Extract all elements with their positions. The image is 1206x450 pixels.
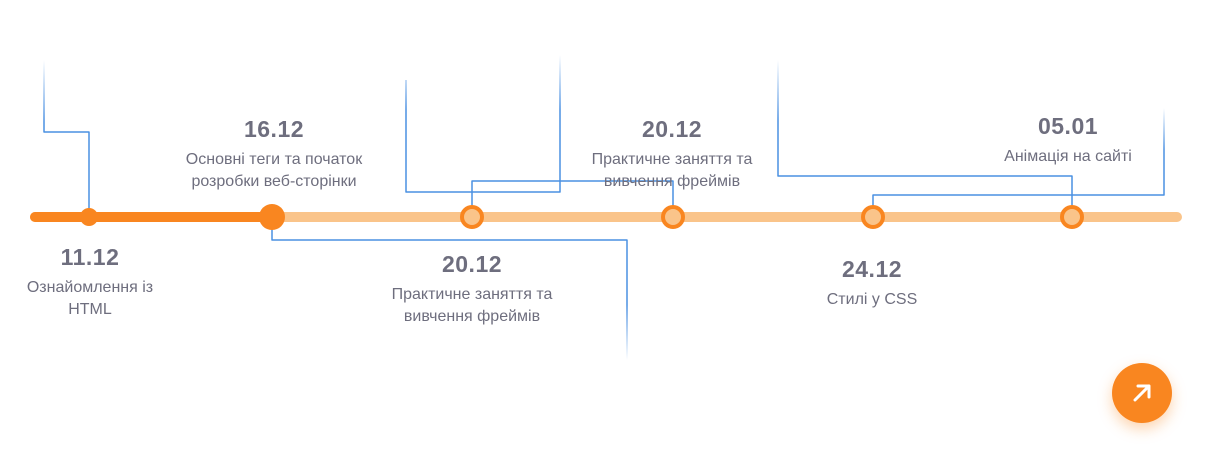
timeline-track — [30, 212, 1182, 222]
event-date: 20.12 — [641, 116, 703, 142]
event-title: Практичне заняття та вивчення фреймів — [391, 286, 553, 325]
arrow-up-right-icon — [1133, 384, 1151, 402]
connector-line — [271, 222, 628, 360]
timeline-node-upcoming[interactable] — [460, 205, 484, 229]
event-title: Стилі у CSS — [826, 291, 918, 308]
event-date: 24.12 — [841, 256, 903, 282]
event-title: Ознайомлення із HTML — [26, 279, 154, 318]
connector-line — [43, 60, 90, 214]
connector-line — [777, 60, 1073, 212]
timeline-node-upcoming[interactable] — [1060, 205, 1084, 229]
scroll-action-button[interactable] — [1112, 363, 1172, 423]
event-date: 11.12 — [60, 244, 120, 270]
timeline-node-upcoming[interactable] — [861, 205, 885, 229]
timeline-node-current[interactable] — [259, 204, 285, 230]
connector-line — [471, 180, 674, 214]
timeline-event: 20.12 Практичне заняття та вивчення фрей… — [352, 250, 592, 328]
event-title: Основні теги та початок розробки веб-сто… — [185, 151, 363, 190]
event-date: 20.12 — [441, 251, 503, 277]
connector-line — [872, 108, 1165, 212]
event-title: Анімація на сайті — [1004, 148, 1132, 165]
connector-line — [405, 55, 561, 193]
timeline-event: 16.12 Основні теги та початок розробки в… — [154, 115, 394, 193]
timeline-node-upcoming[interactable] — [661, 205, 685, 229]
timeline-node-completed[interactable] — [80, 208, 98, 226]
timeline-event: 24.12 Стилі у CSS — [752, 255, 992, 311]
event-title: Практичне заняття та вивчення фреймів — [591, 151, 753, 190]
event-date: 05.01 — [1037, 113, 1099, 139]
timeline-event: 11.12 Ознайомлення із HTML — [0, 243, 210, 321]
event-date: 16.12 — [243, 116, 305, 142]
timeline-progress — [30, 212, 274, 222]
timeline-event: 20.12 Практичне заняття та вивчення фрей… — [552, 115, 792, 193]
timeline-event: 05.01 Анімація на сайті — [948, 112, 1188, 168]
